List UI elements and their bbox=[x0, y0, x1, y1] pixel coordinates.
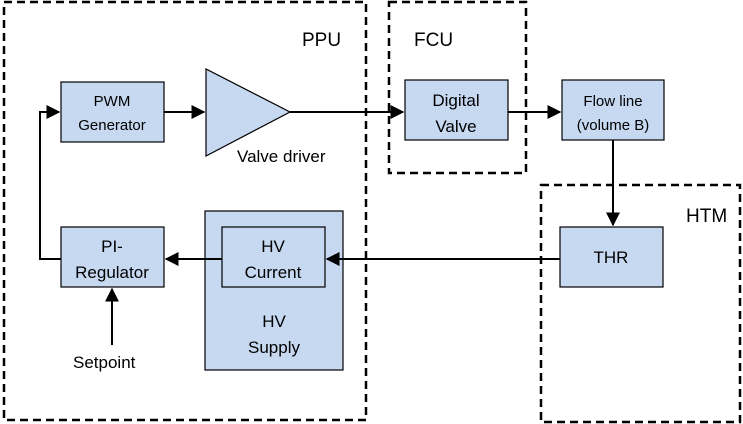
hv-current-label-line-1: HV bbox=[261, 237, 285, 256]
digital-valve-label-line-1: Digital bbox=[432, 91, 479, 110]
flow-line-label-line-1: Flow line bbox=[583, 93, 642, 110]
thr-block: THR bbox=[559, 226, 664, 288]
digital-valve-label-line-2: Valve bbox=[435, 117, 476, 136]
flow-line-label-line-2: (volume B) bbox=[577, 117, 650, 134]
ppu-region-label: PPU bbox=[302, 30, 341, 51]
htm-region-label: HTM bbox=[686, 206, 727, 227]
arrow-feedback-to-pwm bbox=[39, 105, 61, 260]
digital-valve-block: Digital Valve bbox=[404, 79, 509, 141]
pwm-generator-label-line-1: PWM bbox=[94, 93, 131, 110]
hv-current-block: HV Current bbox=[221, 226, 326, 288]
pi-regulator-label-line-1: PI- bbox=[101, 237, 123, 256]
fcu-region-label: FCU bbox=[414, 30, 453, 51]
htm-region bbox=[539, 183, 742, 424]
flow-line-block: Flow line (volume B) bbox=[561, 79, 665, 141]
pwm-generator-label-line-2: Generator bbox=[78, 117, 146, 134]
hv-supply-label-line-1: HV bbox=[262, 312, 286, 331]
pwm-generator-block: PWM Generator bbox=[60, 81, 165, 143]
pi-regulator-label-line-2: Regulator bbox=[75, 263, 149, 282]
thr-label: THR bbox=[594, 248, 629, 267]
setpoint-label: Setpoint bbox=[73, 353, 136, 372]
pi-regulator-block: PI- Regulator bbox=[60, 226, 165, 288]
fcu-region bbox=[387, 0, 528, 175]
hv-supply-label-line-2: Supply bbox=[248, 338, 300, 357]
hv-current-label-line-2: Current bbox=[245, 263, 302, 282]
valve-driver-label: Valve driver bbox=[237, 147, 326, 166]
triangle-amplifier-icon bbox=[205, 68, 292, 157]
